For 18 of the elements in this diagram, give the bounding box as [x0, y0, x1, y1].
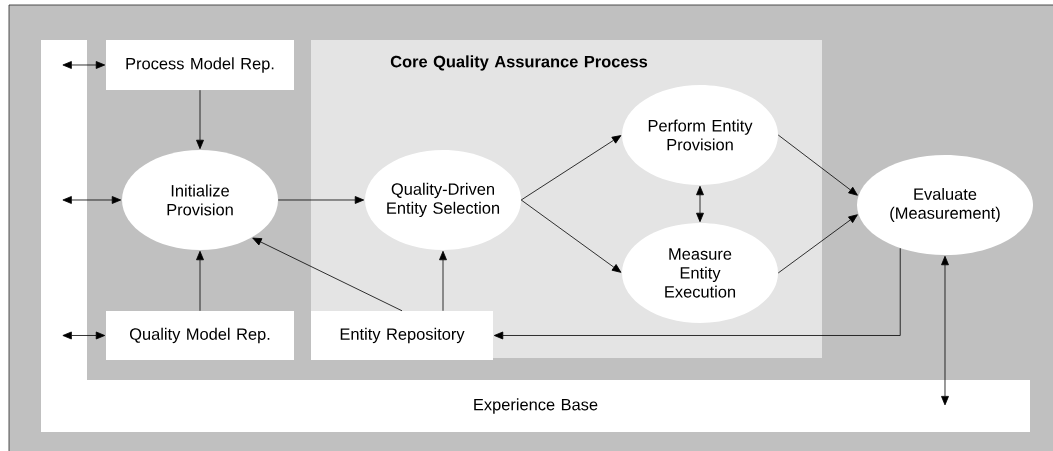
repository-box: Entity Repository — [311, 311, 493, 360]
arrow — [520, 135, 622, 201]
arrow — [277, 196, 365, 204]
arrow — [941, 255, 949, 406]
arrow — [520, 199, 622, 273]
arrow — [62, 61, 106, 69]
repository-box: Quality Model Rep. — [106, 311, 294, 360]
arrow — [196, 89, 204, 150]
arrow — [62, 331, 106, 340]
arrow — [62, 196, 122, 204]
arrow — [439, 250, 447, 312]
arrow — [777, 214, 858, 274]
arrow — [252, 237, 403, 312]
arrow — [196, 250, 204, 312]
arrow — [493, 247, 901, 340]
repository-box: Process Model Rep. — [106, 40, 294, 90]
arrow — [696, 185, 704, 223]
arrow — [777, 134, 858, 196]
